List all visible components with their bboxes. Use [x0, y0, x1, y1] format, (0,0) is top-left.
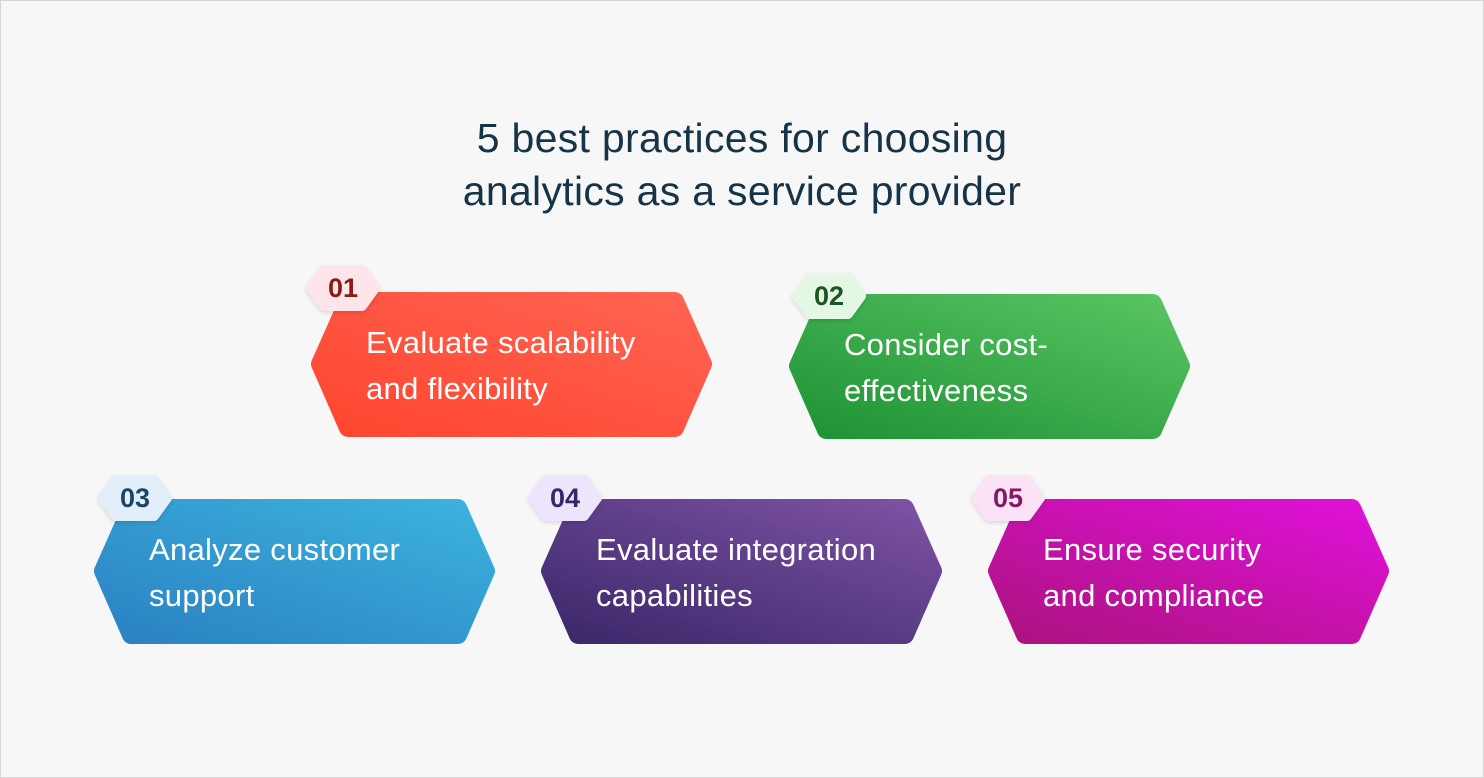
practice-text-line: capabilities	[596, 578, 753, 613]
badge-hexagon-shape	[306, 265, 380, 311]
title-line-1: 5 best practices for choosing	[476, 115, 1008, 161]
practice-text: Ensure security and compliance	[1043, 527, 1373, 619]
practice-text-line: Analyze customer	[149, 532, 401, 567]
number-badge: 01	[303, 262, 383, 314]
badge-number: 04	[549, 483, 581, 513]
practice-text-line: Evaluate scalability	[366, 325, 636, 360]
page-title: 5 best practices for choosing analytics …	[0, 112, 1484, 218]
practice-text: Analyze customer support	[149, 527, 479, 619]
number-badge: 02	[789, 270, 869, 322]
badge-hexagon-shape	[792, 273, 866, 319]
number-badge: 04	[525, 472, 605, 524]
practice-text-line: Evaluate integration	[596, 532, 877, 567]
practice-text: Evaluate scalability and flexibility	[366, 320, 696, 412]
badge-number: 02	[813, 281, 845, 311]
practice-card-02: Consider cost- effectiveness	[789, 294, 1190, 439]
title-line-2: analytics as a service provider	[462, 168, 1022, 214]
practice-text: Consider cost- effectiveness	[844, 322, 1174, 414]
badge-hexagon-shape	[98, 475, 172, 521]
badge-number: 05	[992, 483, 1024, 513]
badge-number: 03	[119, 483, 151, 513]
badge-number: 01	[327, 273, 359, 303]
practice-text-line: support	[149, 578, 255, 613]
practice-text-line: Ensure security	[1043, 532, 1262, 567]
practice-text: Evaluate integration capabilities	[596, 527, 926, 619]
practice-card-03: Analyze customer support	[94, 499, 495, 644]
practice-text-line: and compliance	[1043, 578, 1265, 613]
practice-text-line: Consider cost-	[844, 327, 1049, 362]
practice-card-05: Ensure security and compliance	[988, 499, 1389, 644]
badge-hexagon-shape	[971, 475, 1045, 521]
practice-text-line: effectiveness	[844, 373, 1029, 408]
badge-hexagon-shape	[528, 475, 602, 521]
number-badge: 05	[968, 472, 1048, 524]
number-badge: 03	[95, 472, 175, 524]
practice-text-line: and flexibility	[366, 371, 548, 406]
